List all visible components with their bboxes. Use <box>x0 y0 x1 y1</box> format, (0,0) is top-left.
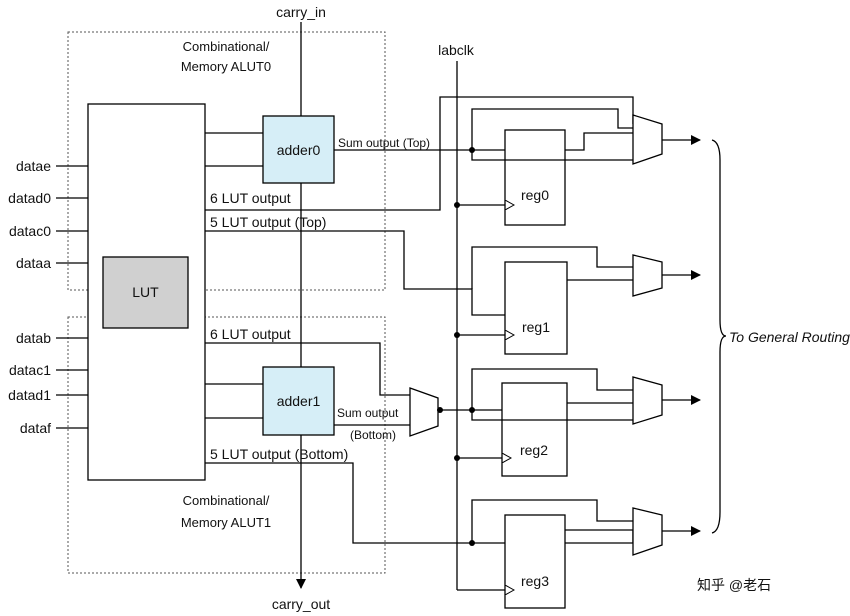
adder1-block <box>262 366 335 436</box>
watermark: 知乎 @老石 <box>697 577 771 593</box>
input-datac1: datac1 <box>9 362 51 378</box>
lut-to-adder-wires <box>205 132 263 419</box>
alut1-region <box>67 316 386 574</box>
labclk-label: labclk <box>438 42 475 58</box>
lut6-bottom-label: 6 LUT output <box>210 326 291 342</box>
sum-top-label: Sum output (Top) <box>338 136 430 150</box>
lut5-bottom-label: 5 LUT output (Bottom) <box>210 446 348 462</box>
alut0-label-line1: Combinational/ <box>183 39 270 54</box>
adder1-mux <box>409 387 439 437</box>
alut1-label-line1: Combinational/ <box>183 493 270 508</box>
lut5-top-label: 5 LUT output (Top) <box>210 214 326 230</box>
routing-brace <box>711 139 727 534</box>
input-wires <box>56 165 88 429</box>
alut1-label-line2: Memory ALUT1 <box>181 515 271 530</box>
input-dataa: dataa <box>16 255 51 271</box>
alut0-label-line2: Memory ALUT0 <box>181 59 271 74</box>
input-datac0: datac0 <box>9 223 51 239</box>
adder0-block <box>262 115 335 184</box>
lut5-top-wire <box>205 230 505 316</box>
carry-in-label: carry_in <box>276 4 326 20</box>
lut6-top-label: 6 LUT output <box>210 190 291 206</box>
output-stage-0 <box>469 108 701 165</box>
output-stage-2 <box>437 368 701 425</box>
input-dataf: dataf <box>20 420 51 436</box>
input-datad1: datad1 <box>8 387 51 403</box>
lut6-bottom-wire <box>205 342 410 396</box>
adder1-label: adder1 <box>277 393 321 409</box>
routing-label: To General Routing <box>729 329 850 345</box>
sum-bottom-label-line2: (Bottom) <box>350 428 396 442</box>
register-reg3: reg3 <box>457 514 566 609</box>
register-reg1: reg1 <box>454 261 568 355</box>
reg3-label: reg3 <box>521 573 549 589</box>
carry-out-label: carry_out <box>272 596 330 612</box>
reg1-label: reg1 <box>522 319 550 335</box>
alut0-region <box>67 31 386 291</box>
input-datae: datae <box>16 158 51 174</box>
lut-label: LUT <box>132 284 159 300</box>
output-stage-1 <box>471 246 701 297</box>
lut-block <box>102 256 189 329</box>
input-datab: datab <box>16 330 51 346</box>
register-reg2: reg2 <box>454 382 568 477</box>
input-labels: datae datad0 datac0 dataa datab datac1 d… <box>8 158 51 436</box>
input-datad0: datad0 <box>8 190 51 206</box>
adder0-label: adder0 <box>277 142 321 158</box>
lut6-top-wire <box>205 96 634 211</box>
reg2-label: reg2 <box>520 442 548 458</box>
output-stage-3 <box>469 499 701 556</box>
reg0-label: reg0 <box>521 187 549 203</box>
register-reg0: reg0 <box>454 129 566 226</box>
sum-bottom-label-line1: Sum output <box>337 406 399 420</box>
